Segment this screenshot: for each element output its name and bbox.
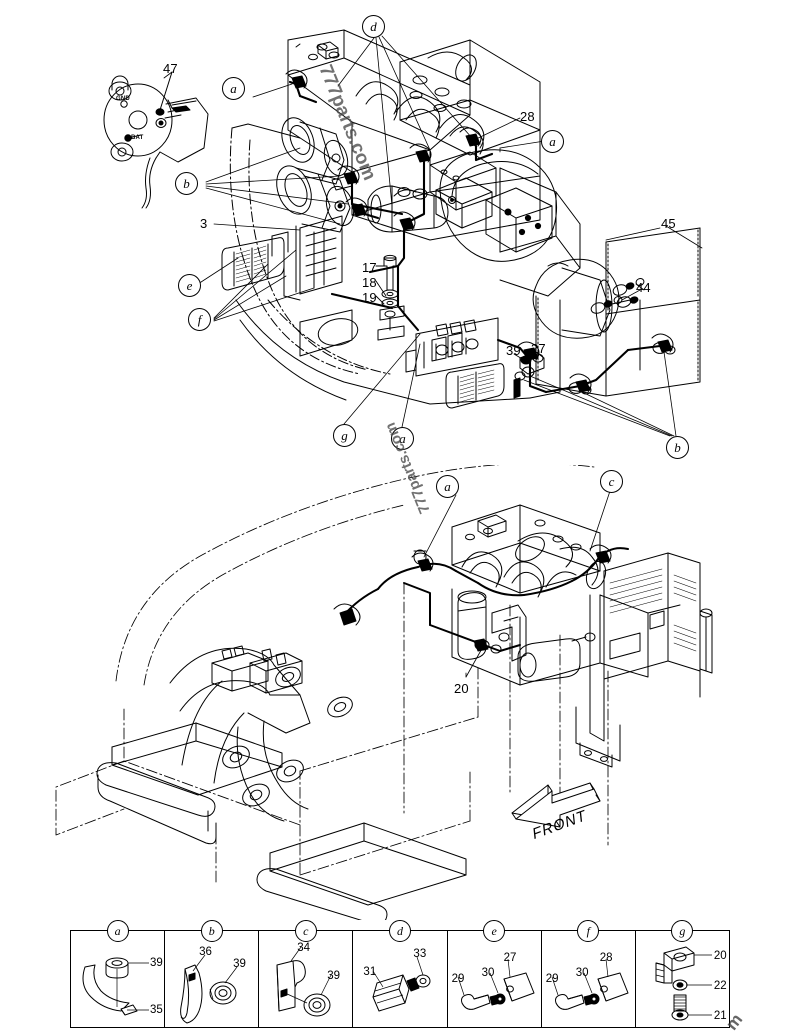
legend-e-part-30: 30 <box>481 967 495 979</box>
alternator-gnd-terminal-label: GND <box>116 96 130 102</box>
legend-cap-d: d <box>388 920 411 942</box>
harness-clamps <box>291 75 673 393</box>
legend-cap-c: c <box>294 920 317 942</box>
starter-motor <box>367 185 449 233</box>
item-number-39-upper: 39 <box>506 343 521 358</box>
item-number-47: 47 <box>163 61 178 76</box>
item-number-44: 44 <box>636 280 651 295</box>
callout-c-lower[interactable]: c <box>600 470 623 493</box>
upper-view-drawing <box>103 29 703 437</box>
callout-b-upper-right[interactable]: b <box>666 436 689 459</box>
legend-e-part-29: 29 <box>451 973 465 985</box>
track-frame-right <box>256 822 467 920</box>
wiring-harness-upper <box>288 80 662 394</box>
leader-lines-lower <box>423 490 611 678</box>
harness-clamp-outlines <box>285 69 674 393</box>
engine-assembly-upper <box>287 29 541 241</box>
track-frame-left <box>96 722 283 845</box>
legend-c-part-39: 39 <box>327 970 341 982</box>
legend-g-part-21: 21 <box>713 1010 727 1022</box>
callout-a-upper-bottom[interactable]: a <box>391 427 414 450</box>
callout-a-lower[interactable]: a <box>436 475 459 498</box>
legend-cap-b: b <box>200 920 223 942</box>
legend-a-part-35: 35 <box>150 1004 163 1016</box>
legend-cell-g[interactable]: g <box>636 920 729 1027</box>
chassis-phantom-outline <box>55 465 609 884</box>
legend-f-part-28: 28 <box>599 952 613 964</box>
item-number-45: 45 <box>661 216 676 231</box>
compressor-assembly <box>276 117 355 233</box>
legend-b-part-39: 39 <box>233 958 246 970</box>
alternator-bat-terminal-label: BAT <box>131 135 144 141</box>
connector-44-group <box>514 278 676 395</box>
callout-b-upper-left[interactable]: b <box>175 172 198 195</box>
lower-view-drawing <box>55 465 713 920</box>
legend-cell-f[interactable]: f 28 30 29 <box>542 920 636 1027</box>
battery-tray-bracket <box>405 317 499 377</box>
legend-cap-e: e <box>483 920 506 942</box>
legend-cell-a[interactable]: a 39 35 <box>71 920 166 1027</box>
right-frame-guard <box>535 227 701 397</box>
legend-f-part-30: 30 <box>575 967 589 979</box>
legend-f-part-29: 29 <box>545 973 559 985</box>
callout-d-upper[interactable]: d <box>362 15 385 38</box>
legend-a-part-39: 39 <box>150 957 163 969</box>
item-number-28: 28 <box>520 109 535 124</box>
legend-cell-d[interactable]: d 33 31 <box>353 920 448 1027</box>
legend-c-part-34: 34 <box>297 942 311 954</box>
legend-g-part-20: 20 <box>713 950 727 962</box>
item-number-3: 3 <box>200 216 208 231</box>
legend-cell-b[interactable]: b 36 39 <box>165 920 260 1027</box>
callout-a-upper-right[interactable]: a <box>541 130 564 153</box>
legend-d-part-31: 31 <box>363 966 377 978</box>
hardware-legend-table: a 39 35 b <box>70 920 730 1028</box>
fuse-panel <box>271 215 343 295</box>
alternator-detail <box>103 71 209 209</box>
hydraulic-pump-assembly <box>435 149 639 339</box>
body-shell-solid <box>231 123 561 405</box>
legend-d-part-33: 33 <box>413 948 427 960</box>
legend-e-part-27: 27 <box>503 952 517 964</box>
legend-g-part-22: 22 <box>713 980 727 992</box>
harness-clamps-lower <box>339 550 611 652</box>
legend-cell-c[interactable]: c 34 39 <box>259 920 354 1027</box>
legend-cap-g: g <box>671 920 694 942</box>
leader-lines-upper <box>163 35 703 437</box>
item-number-19: 19 <box>362 290 377 305</box>
item-number-18: 18 <box>362 275 377 290</box>
work-lamp-right <box>445 363 505 409</box>
work-lamp-left <box>221 237 285 291</box>
callout-a-upper-left[interactable]: a <box>222 77 245 100</box>
front-direction-arrow <box>511 782 601 828</box>
callout-f-upper[interactable]: f <box>188 308 211 331</box>
engine-assembly-lower <box>451 504 681 686</box>
legend-cell-e[interactable]: e 27 30 29 <box>448 920 542 1027</box>
item-number-27-upper: 27 <box>531 341 546 356</box>
radiator-assembly <box>575 552 713 768</box>
legend-b-part-36: 36 <box>199 946 212 958</box>
legend-cap-f: f <box>577 920 600 942</box>
harness-clamp-outlines-lower <box>333 544 612 651</box>
item-number-17: 17 <box>362 260 377 275</box>
callout-g-upper[interactable]: g <box>333 424 356 447</box>
bolt-stack-17-18-19 <box>375 254 405 341</box>
item-number-20-lower: 20 <box>454 681 469 696</box>
callout-e-upper[interactable]: e <box>178 274 201 297</box>
center-frame <box>169 645 353 822</box>
legend-cap-a: a <box>106 920 129 942</box>
